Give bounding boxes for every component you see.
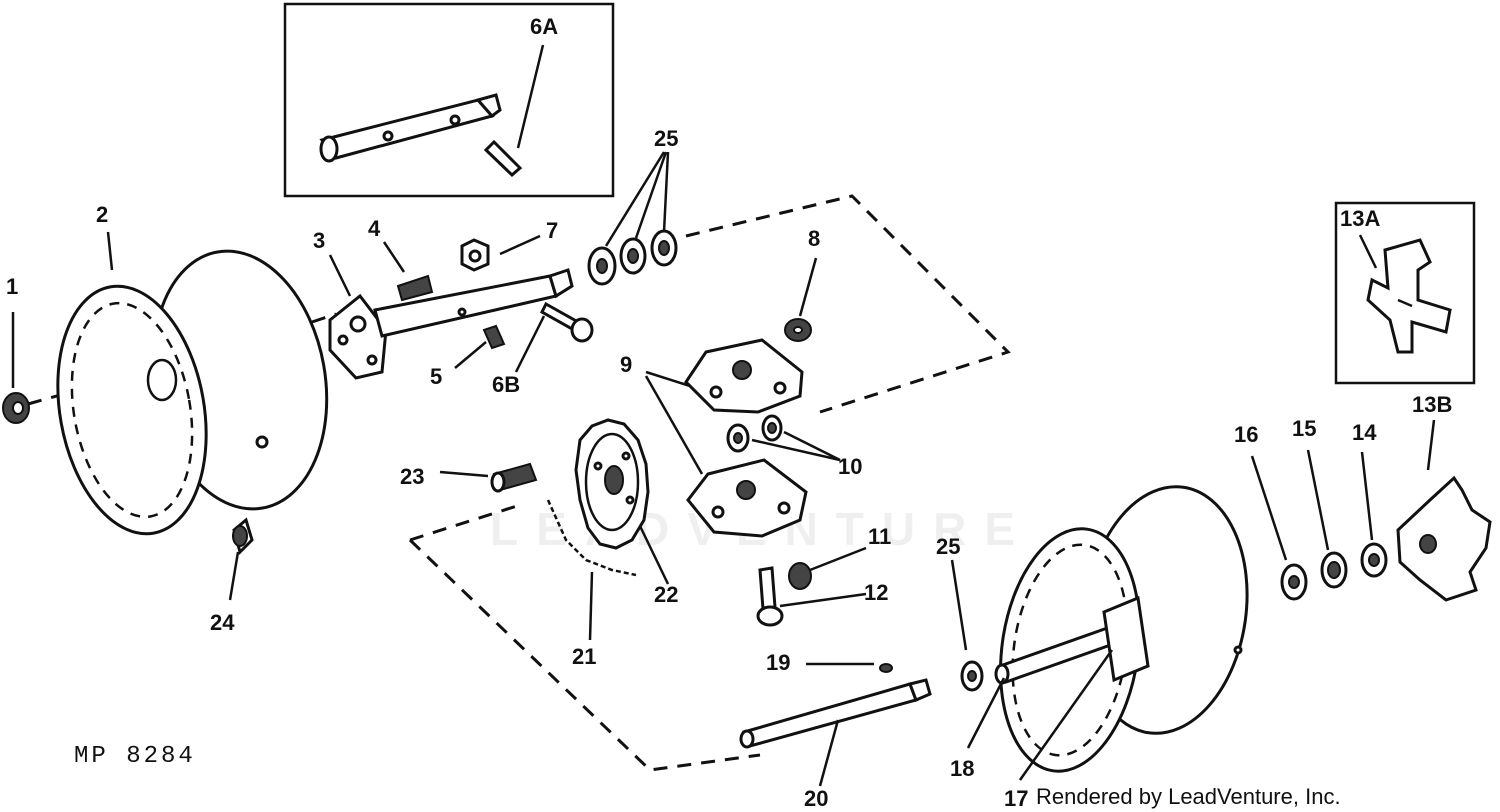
callout-14: 14 <box>1352 420 1377 445</box>
pin-part-19 <box>879 663 893 673</box>
axle-part-3 <box>328 268 574 380</box>
callout-13b: 13B <box>1412 392 1452 417</box>
callout-12: 12 <box>864 580 888 605</box>
leader-5 <box>454 341 487 369</box>
callout-15: 15 <box>1292 416 1316 441</box>
callout-21: 21 <box>572 644 596 669</box>
leader-16 <box>1250 455 1288 561</box>
bolt-part-6b <box>540 301 594 343</box>
callout-24: 24 <box>210 610 235 635</box>
washer-part-16 <box>1280 563 1308 601</box>
leader-25-c <box>662 151 670 233</box>
callout-22: 22 <box>654 582 678 607</box>
clip-detail-drawing <box>1366 238 1452 354</box>
washer-part-25-right <box>960 660 984 692</box>
set-screw-part-4 <box>396 274 434 302</box>
nut-part-11 <box>788 562 812 590</box>
sprocket-part-22 <box>574 418 650 550</box>
washers-part-10 <box>726 414 783 453</box>
callout-10: 10 <box>838 454 862 479</box>
shaft-part-20 <box>739 678 932 749</box>
wheel-left-part-2 <box>56 249 329 536</box>
dashed-axle-line <box>311 312 337 324</box>
callout-20: 20 <box>804 786 828 811</box>
callout-19: 19 <box>766 650 790 675</box>
leader-12 <box>779 592 867 608</box>
leader-17 <box>1018 649 1114 781</box>
leader-21 <box>588 571 594 641</box>
leader-23 <box>439 470 489 478</box>
callout-13a: 13A <box>1340 206 1380 231</box>
leader-15 <box>1306 449 1330 551</box>
leader-8 <box>798 257 818 317</box>
dashed-outline-lower <box>408 503 761 772</box>
leader-13a <box>1358 234 1378 269</box>
leader-25-right <box>950 559 968 651</box>
callout-2: 2 <box>96 202 108 227</box>
wheel-right-part-17 <box>994 485 1249 773</box>
inset-6a-frame <box>283 2 615 198</box>
callout-17: 17 <box>1004 786 1028 811</box>
figure-code: MP 8284 <box>74 743 196 770</box>
leader-22 <box>638 525 670 585</box>
callout-6b: 6B <box>492 372 520 397</box>
screw-part-23 <box>490 462 538 493</box>
callout-25-right: 25 <box>936 534 960 559</box>
roll-pin-drawing <box>483 139 523 178</box>
nut-part-8 <box>784 318 812 342</box>
callout-1: 1 <box>6 274 18 299</box>
housing-part-9-lower <box>686 458 808 538</box>
leader-13b <box>1426 419 1436 471</box>
inset-13a-frame <box>1334 201 1476 385</box>
callout-16: 16 <box>1234 422 1258 447</box>
chain-part-21 <box>546 499 637 577</box>
leader-7 <box>499 234 541 256</box>
hub-cap-part-13b <box>1396 475 1492 602</box>
inset-6a <box>283 2 615 198</box>
nut-part-7 <box>460 238 490 272</box>
valve-stem-part-24 <box>232 517 254 555</box>
leader-24 <box>228 551 240 601</box>
spring-pin-part-5 <box>482 324 506 350</box>
callout-9: 9 <box>620 352 632 377</box>
leader-14 <box>1360 451 1374 541</box>
leader-6a <box>516 44 545 149</box>
leader-25-a <box>604 151 666 247</box>
dashed-outline-upper <box>685 194 1011 414</box>
washer-part-14 <box>1360 542 1388 578</box>
callout-11: 11 <box>868 524 891 549</box>
callout-5: 5 <box>430 364 442 389</box>
callout-6a: 6A <box>530 14 558 39</box>
leader-6b <box>514 315 546 373</box>
leader-3 <box>328 254 352 297</box>
leader-9-b <box>644 375 704 475</box>
bearing-part-15 <box>1320 551 1348 589</box>
callout-23: 23 <box>400 464 424 489</box>
leader-4 <box>382 241 406 273</box>
callout-25-top: 25 <box>654 126 678 151</box>
leader-2 <box>106 231 114 271</box>
leader-11 <box>809 546 867 572</box>
leader-25-b <box>634 151 668 239</box>
callout-18: 18 <box>950 756 974 781</box>
callout-7: 7 <box>546 218 558 243</box>
leader-18 <box>966 677 1006 749</box>
housing-part-9-upper <box>684 338 804 414</box>
bolt-part-12 <box>756 566 784 627</box>
callout-3: 3 <box>313 228 325 253</box>
inset-13a <box>1334 201 1476 385</box>
leader-10-a <box>751 438 841 462</box>
leader-10-b <box>783 430 841 462</box>
leader-9-a <box>645 370 691 388</box>
leader-20 <box>818 719 840 787</box>
callout-4: 4 <box>368 216 381 241</box>
bearings-part-25 <box>587 229 678 286</box>
credit-text: Rendered by LeadVenture, Inc. <box>1036 784 1341 809</box>
lug-nut-part-1 <box>2 392 30 424</box>
callout-8: 8 <box>808 226 820 251</box>
shaft-detail-drawing <box>319 93 502 163</box>
